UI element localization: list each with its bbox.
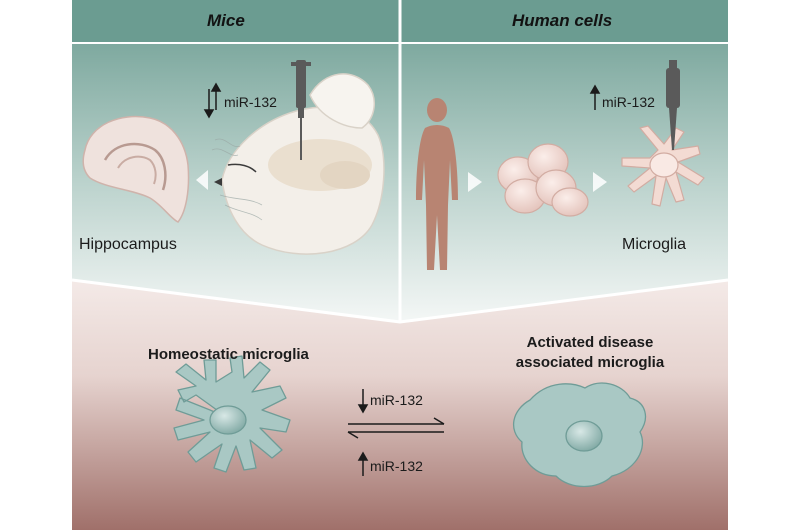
up-down-arrow-icon: [203, 82, 222, 119]
mouse-mir-label: miR-132: [224, 94, 277, 110]
panel-bottom-edge: [71, 278, 729, 324]
arrow-to-cells-icon: [468, 172, 482, 192]
human-cells-header: Human cells: [512, 11, 613, 30]
mice-header: Mice: [207, 11, 245, 30]
hippocampus-label: Hippocampus: [79, 236, 177, 253]
pipette-icon: [666, 60, 680, 150]
homeostatic-label: Homeostatic microglia: [148, 346, 309, 363]
syringe-icon: [291, 60, 311, 160]
human-microglia-cell: [621, 125, 705, 207]
mouse-head: [211, 73, 385, 255]
mice-header-band: [72, 0, 400, 42]
activated-label-line2: associated microglia: [515, 354, 665, 371]
microglia-label: Microglia: [622, 236, 687, 253]
homeostatic-microglia-cell: [173, 355, 291, 473]
down-mir-label: miR-132: [370, 392, 423, 408]
up-mir-label: miR-132: [370, 458, 423, 474]
hippocampus-slice: [82, 115, 190, 223]
down-arrow-icon: [357, 389, 369, 414]
activated-microglia-cell: [512, 382, 647, 488]
arrow-to-microglia-icon: [593, 172, 607, 192]
activated-label-line1: Activated disease: [526, 334, 654, 351]
equilibrium-arrows-icon: [347, 417, 445, 439]
arrow-to-hippocampus-icon: [196, 170, 208, 190]
human-mir-label: miR-132: [602, 94, 655, 110]
human-figure: [416, 98, 458, 270]
human-header-band: [400, 0, 728, 42]
up-arrow-icon: [357, 451, 369, 476]
human-up-arrow-icon: [589, 84, 601, 110]
cell-cluster: [497, 143, 589, 217]
